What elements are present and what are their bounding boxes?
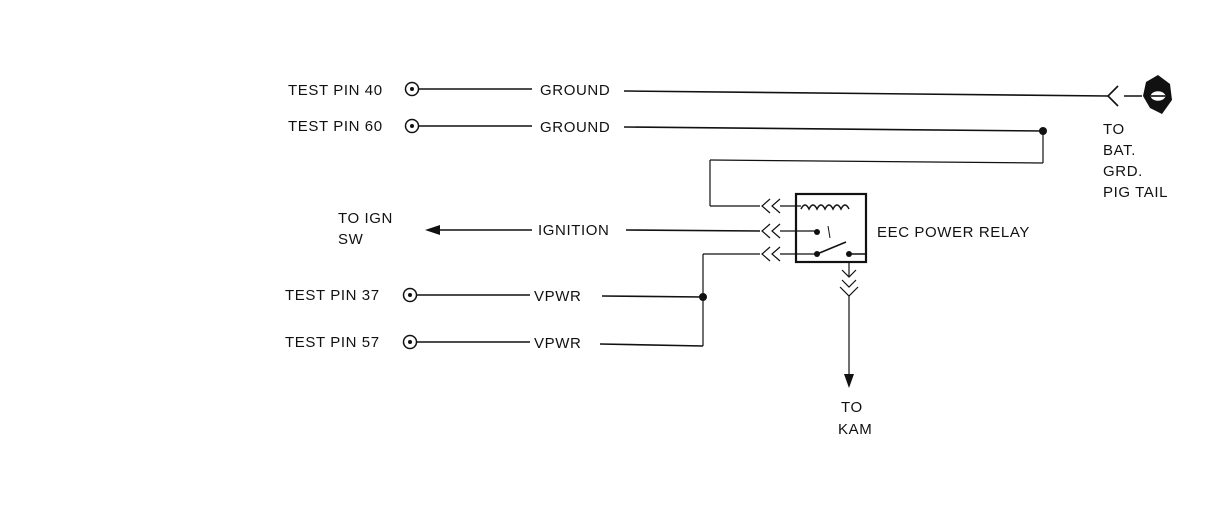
to-bat-line-3: GRD. [1103, 163, 1143, 180]
test-pin-60-connector-icon [404, 118, 420, 134]
eec-power-relay-label: EEC POWER RELAY [877, 224, 1030, 241]
to-ign-arrow-icon [425, 225, 440, 235]
test-pin-40-connector-icon [404, 81, 420, 97]
test-pin-57-label: TEST PIN 57 [285, 334, 380, 351]
test-pin-40-label: TEST PIN 40 [288, 82, 383, 99]
kam-connector-icon [839, 262, 859, 374]
to-bat-line-2: BAT. [1103, 142, 1136, 159]
to-bat-line-1: TO [1103, 121, 1125, 138]
wire-label-ignition: IGNITION [538, 222, 609, 239]
test-pin-37-connector-icon [402, 287, 418, 303]
to-ign-line-2: SW [338, 231, 364, 248]
ground-connector-icon [1106, 85, 1142, 107]
wire-label-vpwr-37: VPWR [534, 288, 581, 305]
to-kam-line-1: TO [841, 399, 863, 416]
relay-connector-icon [761, 198, 817, 262]
to-bat-line-4: PIG TAIL [1103, 184, 1168, 201]
eec-power-relay-icon [794, 192, 868, 264]
test-pin-37-label: TEST PIN 37 [285, 287, 380, 304]
wire-label-ground-40: GROUND [540, 82, 610, 99]
wire-label-vpwr-57: VPWR [534, 335, 581, 352]
wire-label-ground-60: GROUND [540, 119, 610, 136]
to-kam-arrow-icon [844, 374, 854, 388]
test-pin-57-connector-icon [402, 334, 418, 350]
test-pin-60-label: TEST PIN 60 [288, 118, 383, 135]
to-kam-line-2: KAM [838, 421, 872, 438]
battery-ground-pigtail-icon [1143, 75, 1172, 114]
to-ign-line-1: TO IGN [338, 210, 393, 227]
